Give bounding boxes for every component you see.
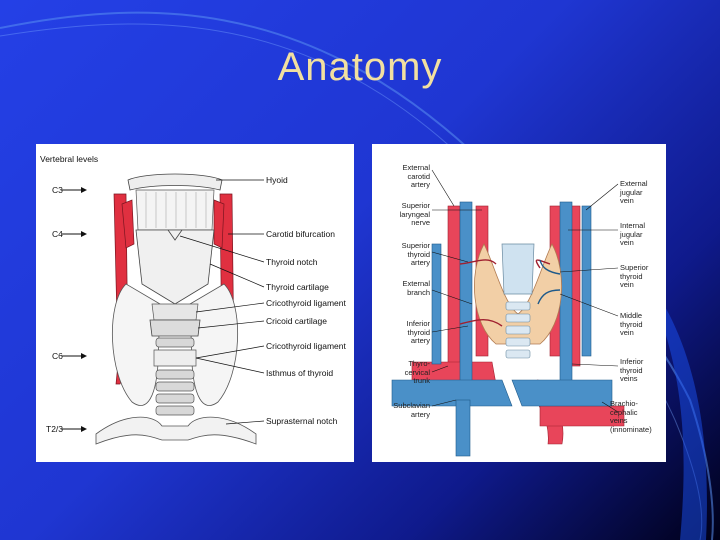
label-subclavian-artery: Subclavian artery: [393, 401, 430, 419]
larynx-illustration: [62, 173, 265, 445]
label-hyoid: Hyoid: [266, 175, 288, 185]
label-thyrocervical-trunk: Thyro- cervical trunk: [404, 359, 430, 386]
vasculature-illustration: [391, 169, 625, 457]
larynx-diagram-panel: Vertebral levels C3 C4 C6 T2/3 Hyoid Car…: [36, 144, 354, 462]
label-thyroid-cartilage: Thyroid cartilage: [266, 282, 329, 292]
label-external-branch: External branch: [402, 279, 430, 297]
label-cricothyroid-ligament-upper: Cricothyroid ligament: [266, 298, 346, 308]
label-suprasternal-notch: Suprasternal notch: [266, 416, 338, 426]
vertebral-levels-header: Vertebral levels: [40, 154, 99, 164]
level-label-t2-3: T2/3: [46, 424, 64, 434]
label-cricoid-cartilage: Cricoid cartilage: [266, 316, 327, 326]
label-brachiocephalic-veins: Brachio- cephalic veins (innominate): [610, 399, 652, 434]
label-middle-thyroid-vein: Middle thyroid vein: [620, 311, 643, 338]
label-carotid-bifurcation: Carotid bifurcation: [266, 229, 335, 239]
level-label-c3: C3: [52, 185, 63, 195]
thyroid-vasculature-panel: External carotid artery Superior larynge…: [372, 144, 666, 462]
label-inferior-thyroid-artery: Inferior thyroid artery: [406, 319, 430, 346]
label-external-jugular-vein: External jugular vein: [620, 179, 648, 206]
label-cricothyroid-ligament-lower: Cricothyroid ligament: [266, 341, 346, 351]
label-thyroid-notch: Thyroid notch: [266, 257, 318, 267]
label-superior-thyroid-artery: Superior thyroid artery: [401, 241, 430, 268]
label-superior-thyroid-vein: Superior thyroid vein: [620, 263, 649, 290]
label-external-carotid-artery: External carotid artery: [402, 163, 430, 190]
label-internal-jugular-vein: Internal jugular vein: [620, 221, 646, 248]
label-inferior-thyroid-veins: Inferior thyroid veins: [620, 357, 644, 384]
label-isthmus-of-thyroid: Isthmus of thyroid: [266, 368, 334, 378]
slide-title: Anatomy: [277, 45, 443, 89]
level-label-c4: C4: [52, 229, 63, 239]
label-superior-laryngeal-nerve: Superior laryngeal nerve: [399, 201, 430, 228]
level-label-c6: C6: [52, 351, 63, 361]
